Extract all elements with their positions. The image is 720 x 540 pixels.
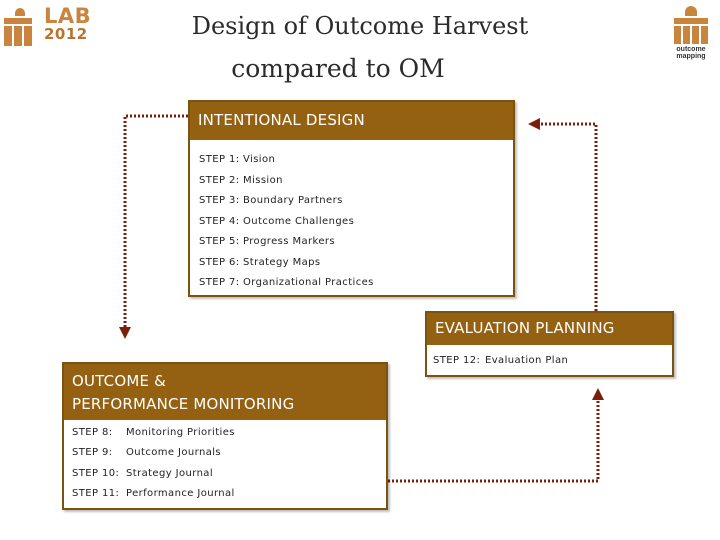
arrowhead-up-icon	[592, 388, 604, 400]
lab-2012-logo: LAB 2012	[4, 6, 100, 46]
arrow-design-to-monitoring	[123, 114, 188, 327]
list-item: STEP 3:Boundary Partners	[199, 195, 343, 206]
lab-logo-line2: 2012	[44, 25, 88, 43]
page-title: Design of Outcome Harvest	[191, 12, 529, 40]
list-item: STEP 9:Outcome Journals	[72, 447, 222, 459]
outcome-mapping-logo: outcome mapping	[668, 6, 714, 64]
outcome-mapping-mark-icon	[674, 6, 708, 44]
lab-logo-line1: LAB	[44, 4, 92, 28]
evaluation-planning-heading: EVALUATION PLANNING	[427, 313, 672, 345]
lab-logo-mark-icon	[4, 8, 40, 46]
list-item: STEP 10:Strategy Journal	[72, 467, 214, 479]
intentional-design-heading: INTENTIONAL DESIGN	[190, 102, 513, 140]
monitoring-steps: STEP 8:Monitoring Priorities STEP 9:Outc…	[64, 420, 386, 509]
list-item: STEP 5:Progress Markers	[199, 236, 336, 247]
intentional-design-steps: STEP 1:Vision STEP 2:Mission STEP 3:Boun…	[190, 140, 513, 298]
list-item: STEP 8:Monitoring Priorities	[72, 427, 235, 438]
intentional-design-box: INTENTIONAL DESIGN STEP 1:Vision STEP 2:…	[188, 100, 515, 297]
om-logo-line2: mapping	[676, 53, 706, 61]
list-item: STEP 6:Strategy Maps	[199, 256, 321, 268]
list-item: STEP 4:Outcome Challenges	[199, 215, 355, 227]
evaluation-planning-steps: STEP 12:Evaluation Plan	[427, 345, 672, 366]
monitoring-heading-line1: OUTCOME &	[72, 372, 167, 390]
page-subtitle: compared to OM	[231, 54, 445, 83]
om-logo-line1: outcome	[676, 46, 706, 53]
arrowhead-down-icon	[119, 327, 131, 339]
arrow-monitoring-to-evaluation	[388, 400, 600, 483]
monitoring-heading: OUTCOME & PERFORMANCE MONITORING	[64, 364, 386, 420]
list-item: STEP 2:Mission	[199, 174, 283, 186]
list-item: STEP 12:Evaluation Plan	[433, 355, 569, 366]
evaluation-planning-box: EVALUATION PLANNING STEP 12:Evaluation P…	[425, 311, 674, 377]
list-item: STEP 7:Organizational Practices	[199, 277, 374, 288]
arrowhead-left-icon	[528, 118, 540, 130]
monitoring-box: OUTCOME & PERFORMANCE MONITORING STEP 8:…	[62, 362, 388, 510]
list-item: STEP 11:Performance Journal	[72, 488, 235, 500]
list-item: STEP 1:Vision	[199, 154, 276, 165]
monitoring-heading-line2: PERFORMANCE MONITORING	[72, 395, 295, 413]
arrow-evaluation-to-design	[540, 122, 598, 311]
